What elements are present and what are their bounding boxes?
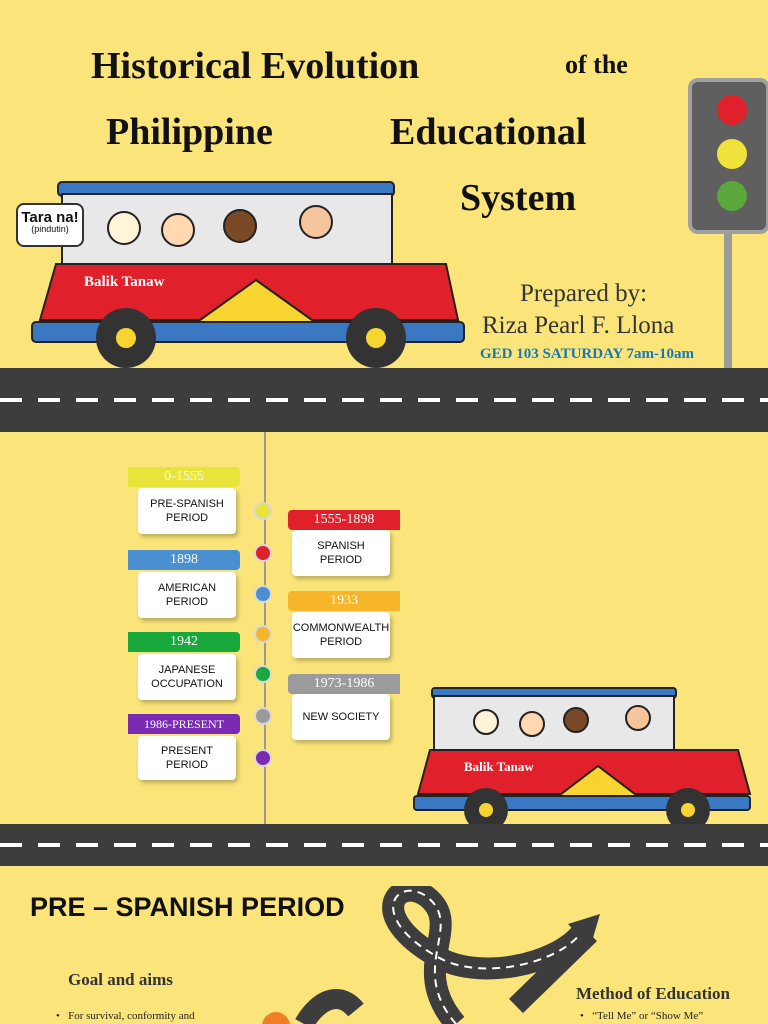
method-bullet-text: “Tell Me” or “Show Me” [592,1010,704,1022]
timeline-years: 1555-1898 [288,510,400,530]
timeline-dot [254,749,272,767]
goal-bullet: • For survival, conformity and [56,1010,195,1022]
jeep-label: Balik Tanaw [84,274,165,290]
tara-na-label: Tara na! [21,209,79,226]
timeline-dot [254,665,272,683]
timeline-dot [254,544,272,562]
method-bullet: • “Tell Me” or “Show Me” [580,1010,704,1022]
timeline-item-commonwealth[interactable]: COMMONWEALTH PERIOD [292,612,390,658]
timeline-years: 1973-1986 [288,674,400,694]
timeline-item-spanish[interactable]: SPANISH PERIOD [292,530,390,576]
jeepney-illustration [31,181,465,368]
timeline-dot [254,502,272,520]
road [0,368,768,432]
tara-na-hint: (pindutin) [31,224,69,234]
timeline-item-pre-spanish[interactable]: PRE-SPANISH PERIOD [138,488,236,534]
timeline-item-present[interactable]: PRESENT PERIOD [138,736,236,780]
timeline-years: 1933 [288,591,400,611]
timeline-years: 1986-PRESENT [128,714,240,734]
timeline-dot [254,585,272,603]
jeepney-illustration [413,687,752,832]
section-heading: PRE – SPANISH PERIOD [30,892,345,922]
title-of-the: of the [565,50,628,79]
timeline-dot [254,625,272,643]
timeline-item-american[interactable]: AMERICAN PERIOD [138,572,236,618]
goal-heading: Goal and aims [68,970,173,989]
timeline-years: 1898 [128,550,240,570]
title-system: System [460,177,577,219]
timeline-slide: 0-1555 PRE-SPANISH PERIOD 1555-1898 SPAN… [0,432,768,866]
course-info: GED 103 SATURDAY 7am-10am [480,346,695,362]
goal-bullet-text: For survival, conformity and [68,1010,195,1022]
author-name: Riza Pearl F. Llona [482,312,675,339]
timeline-item-new-society[interactable]: NEW SOCIETY [292,694,390,740]
title-philippine: Philippine [106,111,273,153]
title-line1: Historical Evolution [91,45,420,87]
title-slide: Historical Evolution of the Philippine E… [0,0,768,432]
timeline-dot [254,707,272,725]
method-heading: Method of Education [576,984,730,1003]
tara-na-button[interactable]: Tara na! (pindutin) [16,203,84,247]
pre-spanish-slide: PRE – SPANISH PERIOD Goal and aims • For… [0,866,768,1024]
prepared-by: Prepared by: [520,280,648,307]
jeep-label: Balik Tanaw [464,759,534,774]
timeline-item-japanese[interactable]: JAPANESE OCCUPATION [138,654,236,700]
timeline-years: 0-1555 [128,467,240,487]
winding-road-icon [262,886,600,1024]
title-educational: Educational [390,111,587,153]
road [0,824,768,866]
timeline-years: 1942 [128,632,240,652]
traffic-light-icon [688,78,768,372]
